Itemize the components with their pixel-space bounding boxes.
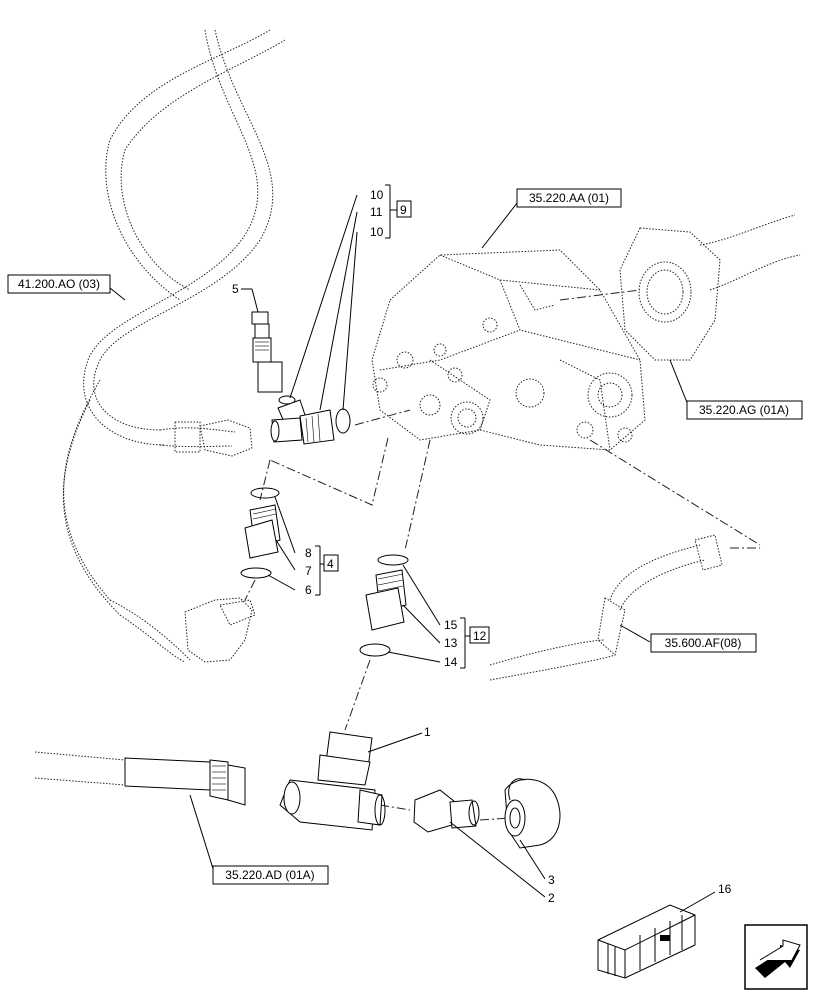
flange-35-220-ag (619, 214, 801, 361)
part-number-9: 9 (400, 203, 407, 217)
part-numbers: 5 10 11 10 9 8 7 6 4 15 13 14 12 1 3 2 1… (232, 188, 732, 905)
part-9-elbow-fitting (270, 399, 335, 445)
part-1-tee-fitting (279, 731, 386, 831)
ref-35-220-aa[interactable]: 35.220.AA (01) (516, 188, 622, 208)
hose-end-fitting (174, 419, 256, 663)
part-number-7: 7 (305, 564, 312, 578)
hose-41-200-ao (62, 29, 286, 663)
pump-35-220-aa (371, 249, 646, 451)
navigation-arrow-icon[interactable] (744, 924, 808, 990)
leader-lines (109, 184, 716, 913)
part-number-10-bottom: 10 (370, 225, 384, 239)
centerlines (244, 289, 761, 821)
part-3-dust-cap (504, 778, 561, 849)
part-2-coupler (413, 789, 480, 833)
part-number-8: 8 (305, 546, 312, 560)
svg-text:35.220.AD (01A): 35.220.AD (01A) (225, 868, 314, 882)
part-number-12-box (469, 626, 490, 644)
part-number-1: 1 (424, 725, 431, 739)
part-10-o-ring-lower (335, 408, 351, 434)
ref-35-220-ad[interactable]: 35.220.AD (01A) (212, 865, 329, 885)
part-number-2: 2 (548, 891, 555, 905)
part-4-adapter (240, 487, 281, 579)
svg-text:35.220.AA (01): 35.220.AA (01) (529, 191, 609, 205)
hose-35-600-af (489, 534, 723, 681)
hose-35-220-ad (34, 751, 246, 806)
part-5-fitting (251, 311, 283, 393)
part-10-o-ring-upper (278, 395, 296, 405)
part-number-13: 13 (444, 636, 458, 650)
part-number-15: 15 (444, 618, 458, 632)
part-number-6: 6 (305, 583, 312, 597)
svg-text:35.600.AF(08): 35.600.AF(08) (665, 636, 742, 650)
svg-text:41.200.AO (03): 41.200.AO (03) (18, 277, 100, 291)
part-number-14: 14 (444, 655, 458, 669)
part-number-3: 3 (548, 873, 555, 887)
ref-41-200-ao[interactable]: 41.200.AO (03) (7, 274, 111, 294)
part-number-12: 12 (473, 629, 487, 643)
part-12-adapter (359, 554, 409, 657)
part-number-4: 4 (327, 557, 334, 571)
part-number-5: 5 (232, 282, 239, 296)
part-number-10-top: 10 (370, 188, 384, 202)
part-number-9-box (396, 200, 412, 218)
part-number-4-box (323, 554, 339, 572)
part-number-16: 16 (718, 882, 732, 896)
part-number-11: 11 (370, 205, 383, 219)
ref-35-600-af[interactable]: 35.600.AF(08) (650, 633, 757, 653)
part-16-kit-box (597, 904, 696, 979)
ref-35-220-ag[interactable]: 35.220.AG (01A) (686, 400, 803, 420)
svg-text:35.220.AG (01A): 35.220.AG (01A) (699, 403, 789, 417)
